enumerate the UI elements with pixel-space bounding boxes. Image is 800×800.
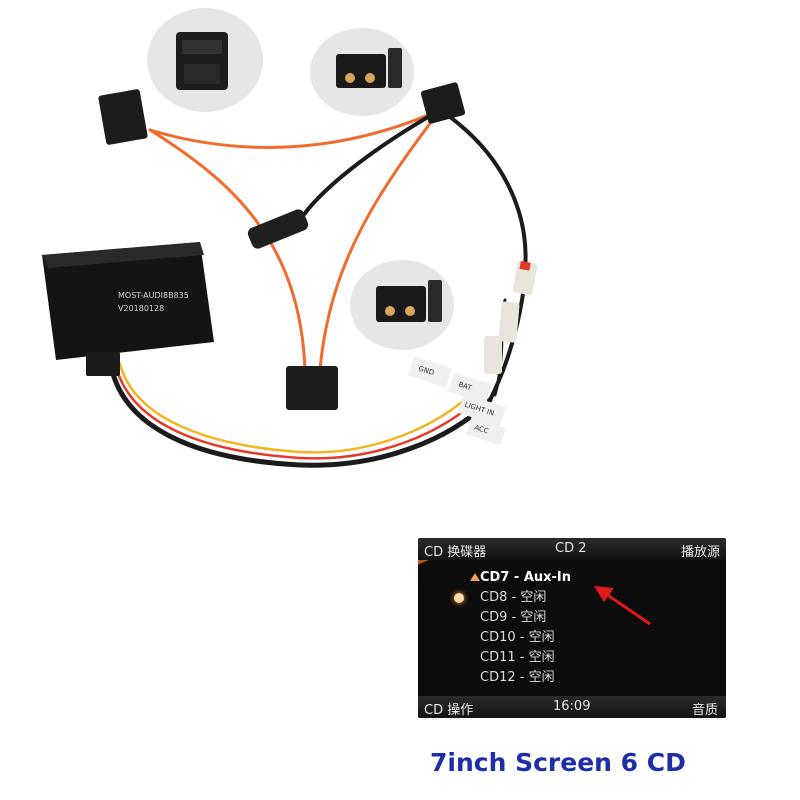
connector-closeup-top-left xyxy=(147,8,263,112)
header-left-label: CD 换碟器 xyxy=(424,545,487,560)
cd-list-item[interactable]: CD9 - 空闲 xyxy=(480,610,547,625)
connector-closeup-middle xyxy=(350,260,454,350)
cd-list-item[interactable]: CD7 - Aux-In xyxy=(480,570,572,585)
footer-right-label: 音质 xyxy=(691,703,718,718)
cd-list-item[interactable]: CD12 - 空闲 xyxy=(480,670,555,685)
footer-left-label: CD 操作 xyxy=(424,703,474,718)
decoder-module: MOST-AUDI8B835 V20180128 xyxy=(42,242,214,376)
cd-list: CD7 - Aux-In CD8 - 空闲 CD9 - 空闲 CD10 - 空闲… xyxy=(480,568,700,688)
selection-marker-icon xyxy=(470,573,480,581)
scroll-knob-icon xyxy=(454,593,464,603)
header-center-label: CD 2 xyxy=(555,541,587,556)
cd-list-item[interactable]: CD11 - 空闲 xyxy=(480,650,555,665)
display-header: CD 换碟器 CD 2 播放源 xyxy=(418,538,726,560)
fiber-connector-left xyxy=(98,89,148,145)
rca-plugs xyxy=(484,260,538,374)
fiber-connector-bottom xyxy=(286,366,338,410)
header-right-label: 播放源 xyxy=(680,545,720,560)
power-jack xyxy=(247,209,309,249)
cd-list-item[interactable]: CD10 - 空闲 xyxy=(480,630,555,645)
caption: 7inch Screen 6 CD xyxy=(430,748,686,777)
module-label-line2: V20180128 xyxy=(118,304,164,313)
wire-tag-1: BAT xyxy=(457,380,473,392)
car-display: CD 换碟器 CD 2 播放源 CD7 - Aux-In CD8 - 空闲 CD… xyxy=(418,538,726,718)
module-label-line1: MOST-AUDI8B835 xyxy=(118,291,189,300)
cd-list-item[interactable]: CD8 - 空闲 xyxy=(480,590,547,605)
cables xyxy=(107,108,528,468)
fiber-connector-right xyxy=(420,82,466,124)
connector-closeup-top-right xyxy=(310,28,414,116)
display-footer: CD 操作 16:09 音质 xyxy=(418,696,726,718)
footer-center-label: 16:09 xyxy=(553,699,591,714)
wire-tags: GND BAT LIGHT IN ACC xyxy=(407,356,507,446)
